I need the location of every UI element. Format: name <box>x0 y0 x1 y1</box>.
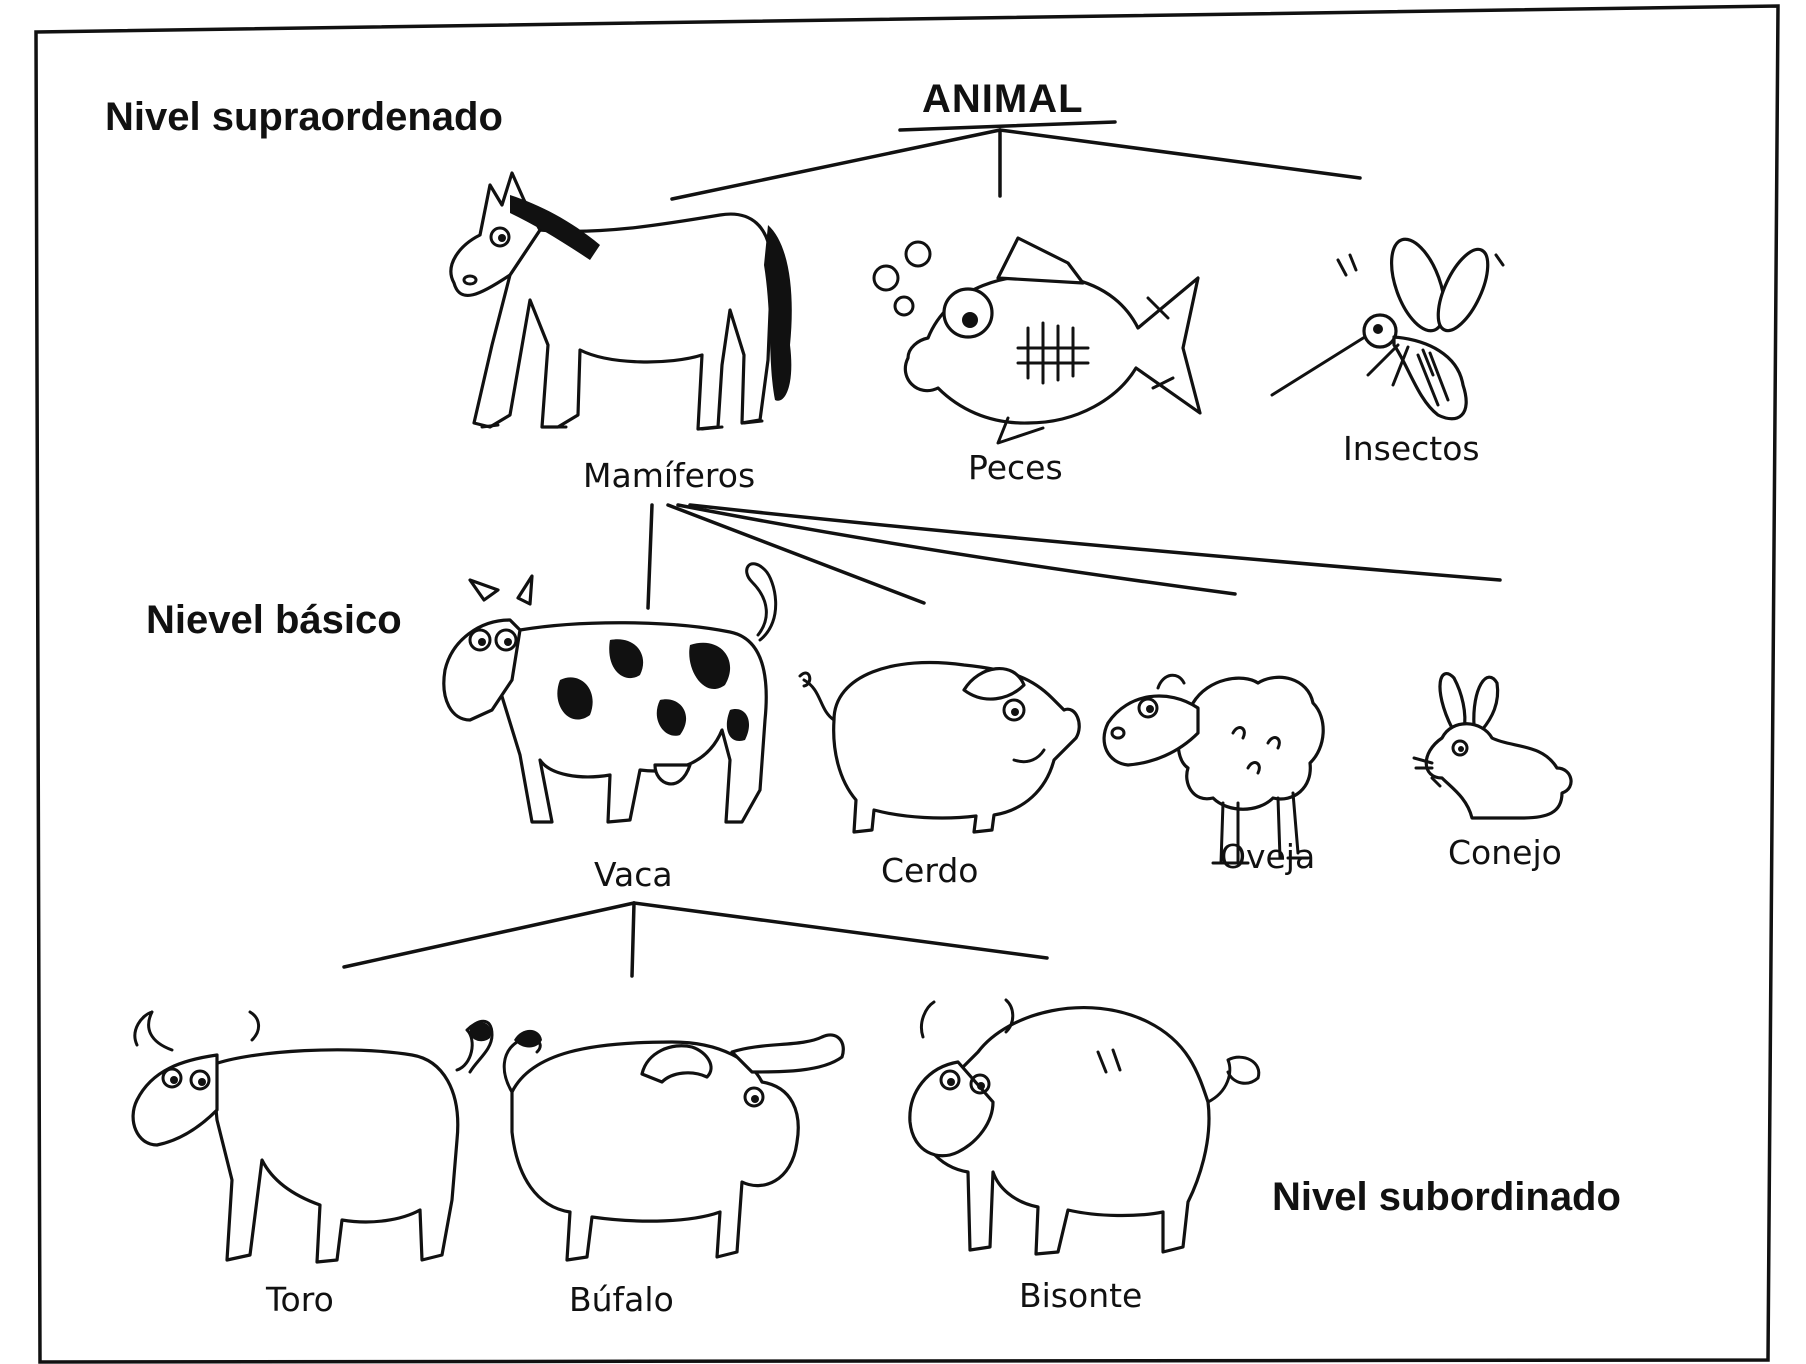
cow-icon <box>444 564 776 822</box>
bull-icon <box>133 1012 492 1262</box>
label-oveja: Oveja <box>1220 837 1315 876</box>
horse-icon <box>451 173 792 429</box>
rabbit-icon <box>1414 674 1571 818</box>
connectors-root <box>672 130 1360 199</box>
fish-icon <box>874 238 1200 443</box>
level-label-superordinate: Nivel supraordenado <box>105 95 503 139</box>
level-label-basic: Nievel básico <box>146 598 402 642</box>
label-bisonte: Bisonte <box>1019 1276 1142 1315</box>
label-conejo: Conejo <box>1448 833 1562 872</box>
sheep-icon <box>1104 675 1323 863</box>
label-toro: Toro <box>265 1280 334 1319</box>
label-bufalo: Búfalo <box>569 1280 674 1319</box>
label-insectos: Insectos <box>1343 429 1480 468</box>
label-peces: Peces <box>968 448 1063 487</box>
label-cerdo: Cerdo <box>881 851 978 890</box>
buffalo-icon <box>504 1030 843 1260</box>
connectors-vaca <box>344 903 1047 976</box>
root-label: ANIMAL <box>922 77 1084 121</box>
mosquito-icon <box>1272 232 1503 418</box>
root-underline <box>900 122 1115 130</box>
label-vaca: Vaca <box>594 855 673 894</box>
pig-icon <box>800 662 1079 832</box>
bison-icon <box>910 1000 1259 1254</box>
level-label-subordinate: Nivel subordinado <box>1272 1175 1621 1219</box>
label-mamiferos: Mamíferos <box>583 456 755 495</box>
